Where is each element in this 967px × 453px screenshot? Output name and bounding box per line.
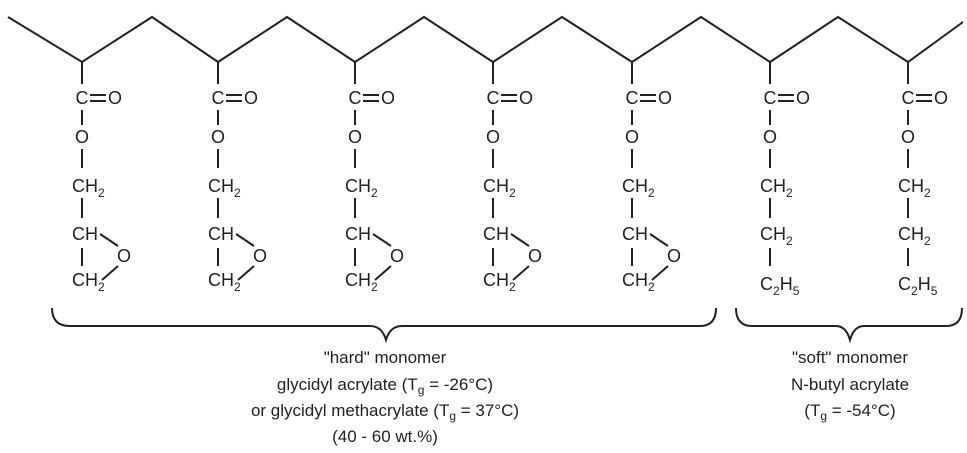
carbonyl-carbon-label: C	[349, 88, 362, 108]
second-methylene-label: CH2	[898, 224, 931, 248]
soft-monomer-label: "soft" monomer	[792, 348, 908, 367]
epoxide-methylene-label: CH2	[72, 270, 105, 294]
epoxide-bond-upper	[235, 233, 255, 247]
methine-label: CH	[622, 224, 648, 244]
ester-oxygen-label: O	[901, 127, 915, 147]
butyl-acrylate-text: N-butyl acrylate	[791, 375, 909, 394]
epoxide-oxygen-label: O	[253, 246, 267, 266]
ester-oxygen-label: O	[486, 127, 500, 147]
epoxide-bond-upper	[649, 233, 669, 247]
methylene-label: CH2	[622, 176, 655, 200]
epoxide-methylene-label: CH2	[622, 270, 655, 294]
ester-oxygen-label: O	[211, 127, 225, 147]
epoxide-bond-lower	[101, 265, 119, 281]
methine-label: CH	[483, 224, 509, 244]
ethyl-label: C2H5	[898, 274, 938, 298]
methine-label: CH	[72, 224, 98, 244]
hard-monomer-weight-range: (40 - 60 wt.%)	[332, 427, 438, 446]
hard-monomer-label: "hard" monomer	[324, 348, 447, 367]
epoxide-methylene-label: CH2	[208, 270, 241, 294]
soft-monomer-caption: "soft" monomer N-butyl acrylate (Tg = -5…	[791, 348, 909, 423]
epoxide-bond-lower	[512, 265, 530, 281]
carbonyl-carbon-label: C	[626, 88, 639, 108]
ethyl-label: C2H5	[760, 274, 800, 298]
methylene-label: CH2	[208, 176, 241, 200]
ester-oxygen-label: O	[75, 127, 89, 147]
second-methylene-label: CH2	[760, 224, 793, 248]
soft-monomer-brace	[735, 307, 963, 344]
carbonyl-oxygen-label: O	[244, 88, 258, 108]
epoxide-oxygen-label: O	[117, 246, 131, 266]
epoxide-methylene-label: CH2	[483, 270, 516, 294]
methylene-label: CH2	[760, 176, 793, 200]
carbonyl-oxygen-label: O	[108, 88, 122, 108]
glycidyl-methacrylate-text: or glycidyl methacrylate (Tg = 37°C)	[251, 401, 519, 423]
carbonyl-oxygen-label: O	[934, 88, 948, 108]
methine-label: CH	[208, 224, 234, 244]
epoxide-oxygen-label: O	[528, 246, 542, 266]
hard-monomer-caption: "hard" monomer glycidyl acrylate (Tg = -…	[251, 348, 519, 446]
carbonyl-carbon-label: C	[487, 88, 500, 108]
butyl-acrylate-tg-text: (Tg = -54°C)	[804, 401, 895, 423]
methylene-label: CH2	[345, 176, 378, 200]
carbonyl-oxygen-label: O	[519, 88, 533, 108]
carbonyl-oxygen-label: O	[658, 88, 672, 108]
epoxide-bond-lower	[374, 265, 392, 281]
hard-monomer-brace	[51, 307, 717, 344]
glycidyl-acrylate-text: glycidyl acrylate (Tg = -26°C)	[277, 375, 493, 397]
ester-oxygen-label: O	[348, 127, 362, 147]
methine-label: CH	[345, 224, 371, 244]
epoxide-methylene-label: CH2	[345, 270, 378, 294]
carbonyl-carbon-label: C	[764, 88, 777, 108]
epoxide-oxygen-label: O	[390, 246, 404, 266]
polymer-backbone	[7, 15, 964, 64]
carbonyl-carbon-label: C	[76, 88, 89, 108]
methylene-label: CH2	[72, 176, 105, 200]
epoxide-bond-upper	[510, 233, 530, 247]
methylene-label: CH2	[898, 176, 931, 200]
carbonyl-carbon-label: C	[212, 88, 225, 108]
epoxide-oxygen-label: O	[667, 246, 681, 266]
epoxide-bond-upper	[99, 233, 119, 247]
ester-oxygen-label: O	[763, 127, 777, 147]
carbonyl-carbon-label: C	[902, 88, 915, 108]
carbonyl-oxygen-label: O	[796, 88, 810, 108]
methylene-label: CH2	[483, 176, 516, 200]
epoxide-bond-lower	[237, 265, 255, 281]
ester-oxygen-label: O	[625, 127, 639, 147]
epoxide-bond-lower	[651, 265, 669, 281]
carbonyl-oxygen-label: O	[381, 88, 395, 108]
epoxide-bond-upper	[372, 233, 392, 247]
